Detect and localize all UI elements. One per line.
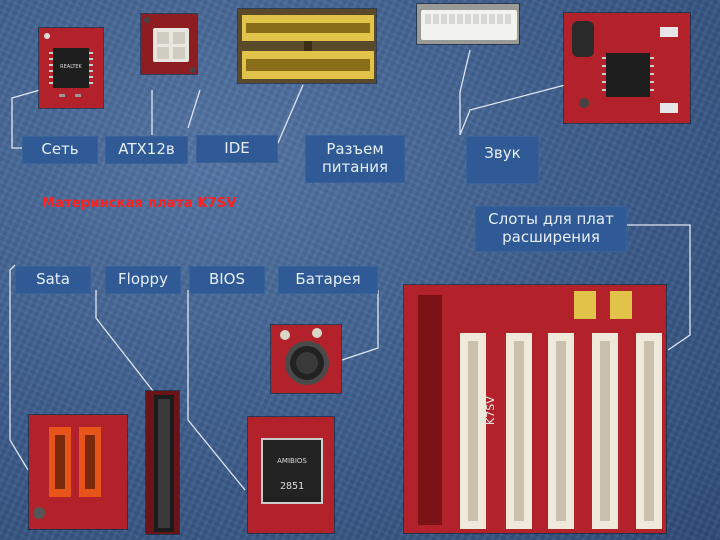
- label-sata: Sata: [15, 266, 91, 294]
- power-connector-photo: [416, 3, 520, 45]
- label-expansion-slots: Слоты для плат расширения: [475, 206, 627, 252]
- label-ide: IDE: [196, 135, 278, 163]
- label-battery: Батарея: [278, 266, 378, 294]
- page-title: Материнская плата K7SV: [42, 196, 237, 211]
- board-model-marking: K7SV: [484, 396, 497, 425]
- label-sound: Звук: [466, 136, 539, 184]
- battery-photo: [270, 324, 342, 394]
- label-floppy: Floppy: [105, 266, 181, 294]
- sound-chip-photo: [563, 12, 691, 124]
- label-power-connector: Разъем питания: [305, 135, 405, 183]
- label-net: Сеть: [22, 136, 98, 164]
- line-floppy: [96, 290, 160, 400]
- bios-chip-photo: AMIBIOS 2851: [247, 416, 335, 534]
- ide-connectors-photo: [237, 8, 377, 84]
- expansion-slots-photo: K7SV: [403, 284, 667, 534]
- line-bios: [188, 290, 245, 490]
- bios-chip-code: 2851: [280, 481, 304, 492]
- line-sata: [10, 265, 28, 470]
- floppy-connector-photo: [145, 390, 180, 535]
- line-battery: [342, 290, 378, 360]
- sata-ports-photo: [28, 414, 128, 530]
- label-atx12v: ATX12в: [105, 136, 188, 164]
- label-bios: BIOS: [189, 266, 265, 294]
- line-ide-left: [188, 90, 200, 128]
- line-sound: [460, 85, 565, 135]
- net-chip-marking: REALTEK: [60, 64, 82, 70]
- atx12v-connector-photo: [140, 13, 198, 75]
- bios-chip-marking: AMIBIOS: [277, 457, 307, 465]
- network-chip-photo: REALTEK: [38, 27, 104, 109]
